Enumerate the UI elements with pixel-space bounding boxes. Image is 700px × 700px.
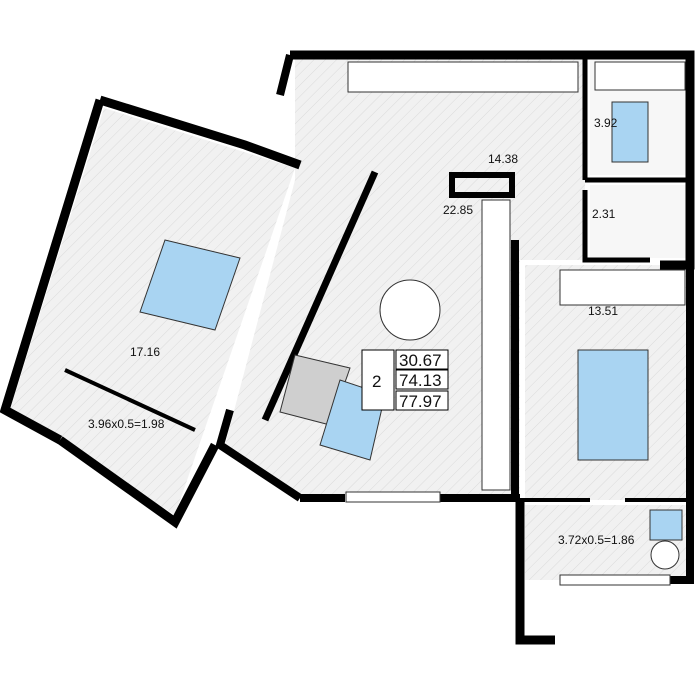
- living-area: 30.67: [399, 351, 442, 370]
- area-kitchen-living: 22.85: [443, 203, 473, 217]
- area-balcony-left: 3.96x0.5=1.98: [88, 417, 165, 431]
- area-bedroom-left: 17.16: [130, 345, 160, 359]
- area-bedroom-right: 13.51: [588, 304, 618, 318]
- area-toilet: 2.31: [592, 207, 616, 221]
- area-balcony-right: 3.72x0.5=1.86: [558, 533, 635, 547]
- rooms-count: 2: [372, 372, 381, 391]
- total-area: 74.13: [399, 371, 442, 390]
- area-summary: 2 30.67 74.13 77.97: [361, 349, 449, 411]
- area-bathroom: 3.92: [594, 116, 618, 130]
- total-with-balconies: 77.97: [399, 392, 442, 411]
- area-hall: 14.38: [488, 152, 518, 166]
- walls: [0, 50, 695, 645]
